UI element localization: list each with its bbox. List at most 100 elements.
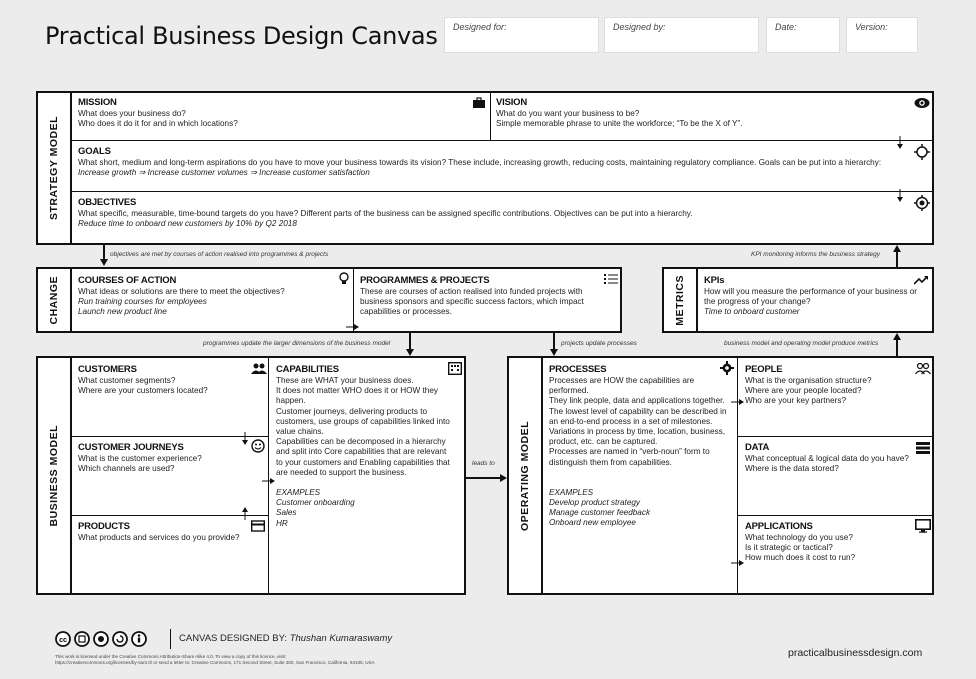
- arrow-metrics-to-strategy: [892, 245, 902, 272]
- processes-line: Processes are named in “verb-noun” form …: [549, 447, 710, 457]
- designer-name: Thushan Kumaraswamy: [289, 633, 393, 644]
- objectives-title: OBJECTIVES: [78, 197, 137, 208]
- license-text: This work is licensed under the Creative…: [55, 654, 415, 665]
- page-title: Practical Business Design Canvas: [45, 22, 438, 50]
- objectives-example: Reduce time to onboard new customers by …: [78, 219, 297, 229]
- arrow-projects-to-processes: [549, 333, 559, 362]
- processes-line: distinguish them from capabilities.: [549, 457, 672, 467]
- arrow-programmes-to-business: [405, 333, 415, 362]
- kpis-line: How will you measure the performance of …: [704, 287, 917, 296]
- people-title: PEOPLE: [745, 364, 783, 375]
- leads-to-note: leads to: [472, 460, 495, 467]
- processes-line: The lowest level of capability can be de…: [549, 406, 727, 416]
- journeys-line: Which channels are used?: [78, 464, 175, 474]
- copy-icon: [74, 631, 90, 647]
- capabilities-example: Customer onboarding: [276, 498, 355, 508]
- arrow-right-icon: [731, 554, 745, 572]
- capabilities-line: value chains.: [276, 427, 324, 437]
- capabilities-line: customers, use groups of capabilities li…: [276, 416, 450, 426]
- divider: [353, 269, 354, 331]
- website-link[interactable]: practicalbusinessdesign.com: [788, 647, 923, 659]
- designed-by-field[interactable]: Designed by:: [604, 17, 759, 53]
- products-section: PRODUCTS What products and services do y…: [78, 521, 263, 543]
- divider: [737, 436, 932, 437]
- gear-icon: [720, 361, 734, 380]
- objectives-section: OBJECTIVES What specific, measurable, ti…: [78, 197, 888, 229]
- footer-divider: [170, 629, 171, 649]
- mission-title: MISSION: [78, 97, 117, 108]
- vision-line: Simple memorable phrase to unite the wor…: [496, 119, 743, 129]
- list-icon: [604, 272, 618, 290]
- designed-for-field[interactable]: Designed for:: [444, 17, 599, 53]
- trend-icon: [913, 272, 928, 290]
- models-to-metrics-note: business model and operating model produ…: [724, 340, 879, 347]
- strategy-model-label: STRATEGY MODEL: [38, 93, 72, 243]
- building-icon: [447, 361, 463, 380]
- customers-title: CUSTOMERS: [78, 364, 137, 375]
- capabilities-example: Sales: [276, 508, 297, 518]
- programmes-projects-section: PROGRAMMES & PROJECTS These are courses …: [360, 275, 610, 318]
- people-section: PEOPLE What is the organisation structur…: [745, 364, 925, 407]
- change-panel: CHANGE COURSES OF ACTION What ideas or s…: [36, 267, 622, 333]
- processes-line: Variations in process by time, location,…: [549, 427, 725, 437]
- date-field[interactable]: Date:: [766, 17, 840, 53]
- smiley-icon: [251, 439, 265, 458]
- divider: [70, 515, 268, 516]
- processes-line: product, etc. can be captured.: [549, 437, 658, 447]
- operating-model-label: OPERATING MODEL: [509, 358, 543, 593]
- divider: [70, 140, 932, 141]
- goals-section: GOALS What short, medium and long-term a…: [78, 146, 888, 178]
- applications-line: How much does it cost to run?: [745, 553, 856, 563]
- processes-example: Manage customer feedback: [549, 508, 651, 518]
- share-alike-icon: [112, 631, 128, 647]
- license-line: https://creativecommons.org/licenses/by-…: [55, 659, 375, 665]
- products-line: What products and services do you provid…: [78, 533, 240, 542]
- metrics-panel: METRICS KPIs How will you measure the pe…: [662, 267, 934, 333]
- mission-line: Who does it do it for and in which locat…: [78, 119, 238, 129]
- divider: [70, 436, 268, 437]
- operating-model-panel: OPERATING MODEL PROCESSES Processes are …: [507, 356, 934, 595]
- lightbulb-icon: [338, 272, 350, 291]
- kpis-section: KPIs How will you measure the performanc…: [704, 275, 926, 318]
- goals-title: GOALS: [78, 146, 111, 157]
- capabilities-line: to your customers and Enabling capabilit…: [276, 457, 450, 467]
- mission-line: What does your business do?: [78, 109, 186, 118]
- strategy-model-panel: STRATEGY MODEL MISSION What does your bu…: [36, 91, 934, 245]
- people-icon: [251, 362, 267, 380]
- kpis-title: KPIs: [704, 275, 725, 286]
- customer-journeys-section: CUSTOMER JOURNEYS What is the customer e…: [78, 442, 263, 474]
- programmes-to-business-note: programmes update the larger dimensions …: [203, 340, 391, 347]
- database-icon: [916, 441, 930, 459]
- arrow-right-icon: [731, 393, 745, 411]
- divider: [737, 515, 932, 516]
- coa-title: COURSES OF ACTION: [78, 275, 177, 286]
- journeys-title: CUSTOMER JOURNEYS: [78, 442, 184, 453]
- capabilities-line: These are WHAT your business does.: [276, 376, 414, 385]
- kpis-line: the progress of your change?: [704, 297, 811, 307]
- customers-section: CUSTOMERS What customer segments? Where …: [78, 364, 263, 396]
- capabilities-line: Customer journeys, delivering products t…: [276, 406, 428, 416]
- vision-title: VISION: [496, 97, 528, 108]
- courses-of-action-section: COURSES OF ACTION What ideas or solution…: [78, 275, 348, 318]
- arrow-down-icon: [896, 189, 904, 208]
- pp-line: These are courses of action realised int…: [360, 287, 583, 296]
- arrow-down-icon: [241, 432, 249, 451]
- divider: [70, 191, 932, 192]
- customers-line: Where are your customers located?: [78, 386, 208, 396]
- goals-example: Increase growth ⇒ Increase customer volu…: [78, 168, 370, 178]
- version-field[interactable]: Version:: [846, 17, 918, 53]
- vision-line: What do you want your business to be?: [496, 109, 640, 118]
- arrow-models-to-metrics: [892, 333, 902, 362]
- processes-example: Onboard new employee: [549, 518, 636, 528]
- arrow-up-icon: [241, 506, 249, 525]
- processes-examples-label: EXAMPLES: [549, 487, 594, 497]
- people-line: Who are your key partners?: [745, 396, 847, 406]
- change-label: CHANGE: [38, 269, 72, 331]
- mission-vision-divider: [490, 93, 491, 140]
- arrow-down-icon: [896, 136, 904, 155]
- capabilities-line: and split into Core capabilities that ar…: [276, 447, 447, 457]
- vision-section: VISION What do you want your business to…: [496, 97, 896, 129]
- data-line: Where is the data stored?: [745, 464, 839, 474]
- metrics-label: METRICS: [664, 269, 698, 331]
- processes-line: performed.: [549, 386, 589, 396]
